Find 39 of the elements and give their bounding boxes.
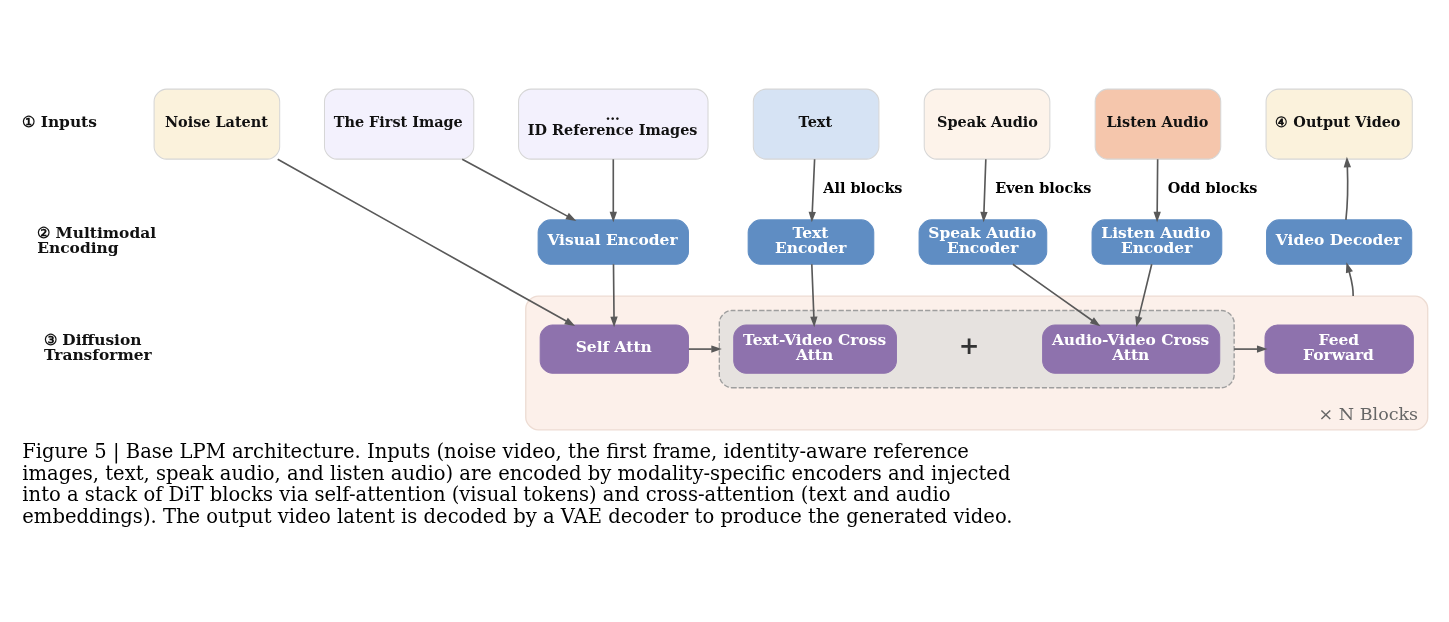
arrow bbox=[808, 158, 816, 223]
arrow bbox=[276, 158, 575, 327]
arrow bbox=[1011, 263, 1100, 327]
node-box: Noise Latent bbox=[153, 88, 280, 160]
node-box: Speak Audio bbox=[923, 88, 1050, 160]
arrow bbox=[609, 263, 618, 328]
node-box: Visual Encoder bbox=[537, 219, 689, 265]
node-box: Video Decoder bbox=[1265, 219, 1412, 265]
edge-label: All blocks bbox=[822, 178, 902, 196]
node-box: Listen Audio bbox=[1094, 88, 1221, 160]
node-box: Text Encoder bbox=[747, 219, 874, 265]
arrow bbox=[609, 158, 617, 223]
arrow bbox=[460, 158, 576, 222]
node-box: Feed Forward bbox=[1264, 324, 1414, 374]
node-box: Speak Audio Encoder bbox=[918, 219, 1047, 265]
node-box: Text bbox=[752, 88, 879, 160]
edge-label: Even blocks bbox=[994, 178, 1091, 196]
label: ① Inputs bbox=[21, 112, 97, 131]
node-box: Self Attn bbox=[539, 324, 689, 374]
label: ② Multimodal Encoding bbox=[36, 223, 156, 258]
arrow bbox=[1153, 158, 1161, 223]
node-box: Listen Audio Encoder bbox=[1091, 219, 1222, 265]
arrow bbox=[1232, 345, 1267, 353]
cluster bbox=[718, 309, 1235, 389]
label: ③ Diffusion Transformer bbox=[43, 330, 152, 365]
node-box: Audio-Video Cross Attn bbox=[1041, 324, 1220, 374]
arrow bbox=[809, 263, 818, 328]
arrow bbox=[1343, 156, 1351, 221]
node-box: Text-Video Cross Attn bbox=[732, 324, 897, 374]
arrow bbox=[1134, 263, 1153, 328]
arrow bbox=[687, 345, 722, 353]
arrow bbox=[1345, 262, 1354, 297]
node-box: … ID Reference Images bbox=[517, 88, 709, 160]
arrow bbox=[979, 158, 988, 223]
node-box: The First Image bbox=[323, 88, 474, 160]
node-box: ④ Output Video bbox=[1265, 88, 1413, 160]
edge-label: Odd blocks bbox=[1167, 178, 1257, 196]
label: + bbox=[958, 331, 979, 361]
caption: Figure 5 | Base LPM architecture. Inputs (noise video, the first frame, identity-aware reference images, text, speak audio, and listen audio) are encoded by modality-specific encoders and injected into a stack of DiT blocks via self-attention (visual tokens) and cross-attention (text and audio embeddings). The output video latent is decoded by a VAE decoder to produce the generated video. bbox=[21, 439, 1013, 528]
